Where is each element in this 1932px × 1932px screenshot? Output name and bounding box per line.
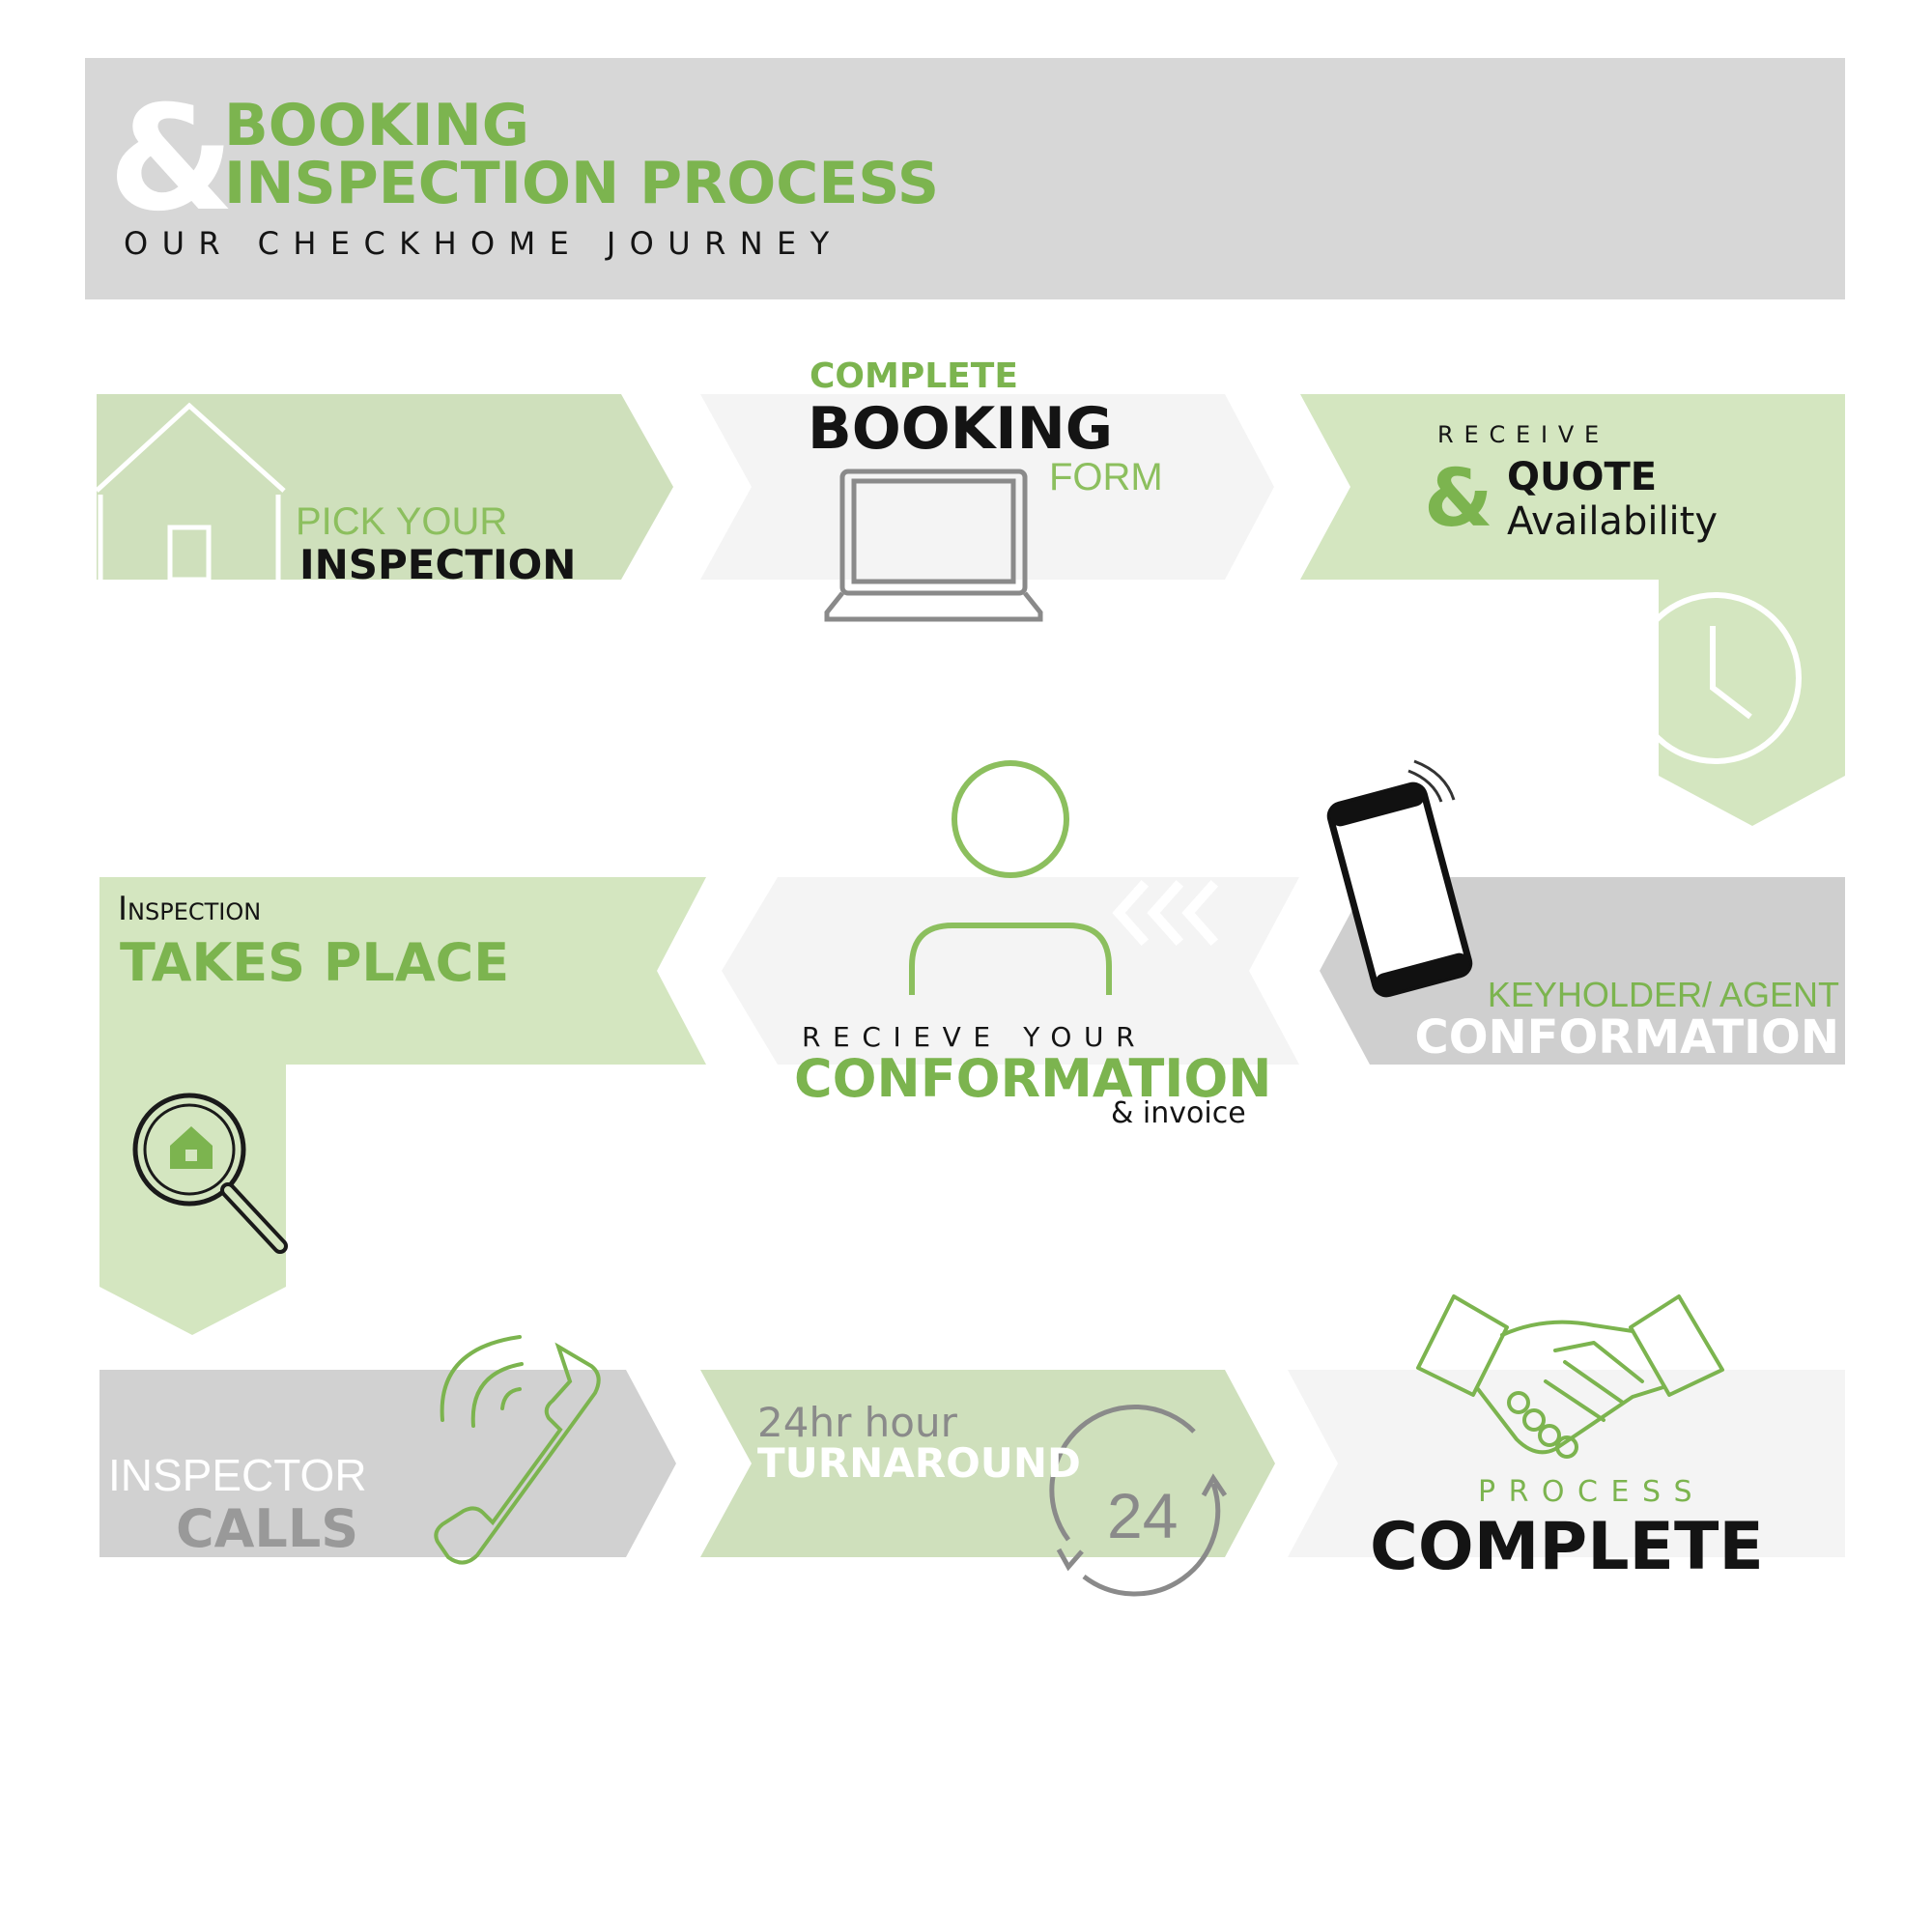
person-icon [909,760,1112,995]
keyholder-line2: CONFORMATION [1414,1010,1839,1065]
confirmation-line1: RECIEVE YOUR [802,1021,1148,1053]
complete-line2: COMPLETE [1370,1509,1764,1585]
header-subtitle: OUR CHECKHOME JOURNEY [124,225,843,262]
step-pick-banner [97,394,673,580]
inspection-line1: Inspection [118,890,262,928]
quote-line3: Availability [1507,499,1719,544]
clock-icon [1630,592,1802,764]
pick-line1: PICK YOUR [296,500,508,543]
header-title-line1: BOOKING [224,92,530,159]
mobile-phone-icon [1326,759,1473,998]
confirmation-line3: & invoice [1111,1096,1246,1130]
booking-line3: FORM [1049,456,1163,498]
turnaround-line1: 24hr hour [757,1399,957,1446]
pick-line2: INSPECTION [299,541,577,588]
complete-line1: PROCESS [1478,1475,1706,1509]
phone-ringing-icon [434,1335,601,1565]
header-band [85,58,1845,299]
turnaround-badge: 24 [1107,1480,1179,1551]
step-calls-banner [99,1370,676,1557]
keyholder-line1: KEYHOLDER/ AGENT [1487,975,1839,1014]
step-complete-banner [1288,1370,1845,1557]
header-ampersand: & [108,75,235,243]
booking-line1: COMPLETE [810,356,1018,396]
quote-line2: QUOTE [1507,455,1658,499]
step-turnaround-banner [700,1370,1275,1557]
calls-line1: INSPECTOR [108,1450,367,1500]
confirmation-line2: CONFORMATION [794,1048,1272,1109]
step-confirmation-banner [722,877,1299,1065]
handshake-icon [1416,1294,1724,1459]
turnaround-line2: TURNAROUND [757,1439,1081,1487]
house-icon [95,402,286,582]
quote-line1: RECEIVE [1437,421,1610,448]
inspection-line2: TAKES PLACE [120,932,510,993]
back-arrows-icon [1112,879,1219,947]
magnifier-house-icon [132,1093,288,1254]
step-quote-banner [1300,394,1845,826]
24-refresh-icon [1049,1404,1228,1597]
header-title-line2: INSPECTION PROCESS [224,150,940,217]
quote-ampersand: & [1424,453,1493,545]
booking-line2: BOOKING [808,395,1114,463]
laptop-icon [824,469,1043,622]
calls-line2: CALLS [176,1498,359,1559]
